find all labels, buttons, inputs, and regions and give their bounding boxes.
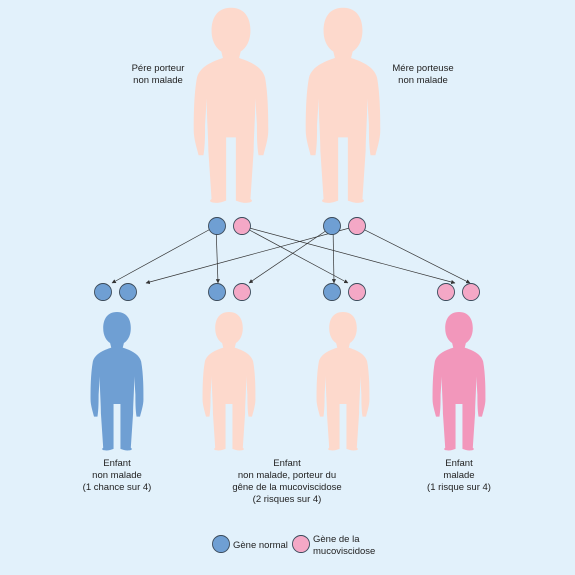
father-silhouette xyxy=(193,7,269,203)
child-label-line: (1 risque sur 4) xyxy=(427,482,491,493)
mother-silhouette xyxy=(305,7,381,203)
child-gene-normal xyxy=(323,283,341,301)
child-affected-silhouette xyxy=(432,312,486,451)
legend-normal-dot xyxy=(212,535,230,553)
child-label-line: Enfant xyxy=(273,458,301,469)
inheritance-arrow xyxy=(145,225,358,285)
child-label-line: (2 risques sur 4) xyxy=(252,494,322,505)
mother-label-line: non malade xyxy=(398,75,448,86)
child-label-line: malade xyxy=(443,470,475,481)
child-gene-normal xyxy=(119,283,137,301)
child-carrier-silhouette xyxy=(202,312,256,451)
legend-cf-label-line: mucoviscidose xyxy=(313,546,376,557)
child-label-affected: Enfant malade (1 risque sur 4) xyxy=(427,458,491,494)
child-label-unaffected: Enfant non malade (1 chance sur 4) xyxy=(83,458,152,494)
inheritance-arrow xyxy=(248,225,334,284)
legend-cf-label: Gène de la mucoviscidose xyxy=(313,534,375,558)
child-gene-cf xyxy=(462,283,480,301)
inheritance-arrow xyxy=(331,225,337,284)
inheritance-arrow xyxy=(356,225,471,284)
child-gene-normal xyxy=(94,283,112,301)
mother-label: Mére porteuse non malade xyxy=(392,63,453,87)
child-gene-normal xyxy=(208,283,226,301)
child-label-line: gêne de la mucoviscidose xyxy=(232,482,342,493)
legend-normal-label: Gène normal xyxy=(233,540,288,551)
inheritance-arrow xyxy=(215,225,220,284)
mother-gene-normal xyxy=(323,217,341,235)
child-label-line: non malade xyxy=(92,470,142,481)
child-label-line: (1 chance sur 4) xyxy=(82,482,152,493)
child-label-carrier: Enfant non malade, porteur du gêne de la… xyxy=(232,458,341,506)
child-unaffected-silhouette xyxy=(90,312,144,451)
father-label-line: Pére porteur xyxy=(131,63,185,74)
child-gene-cf xyxy=(437,283,455,301)
inheritance-arrow xyxy=(241,225,349,284)
inheritance-arrow xyxy=(111,225,217,284)
child-carrier-silhouette xyxy=(316,312,370,451)
father-label: Pére porteur non malade xyxy=(132,63,185,87)
child-gene-cf xyxy=(348,283,366,301)
mother-label-line: Mére porteuse xyxy=(392,63,454,74)
child-label-line: non malade, porteur du xyxy=(237,470,337,481)
father-gene-normal xyxy=(208,217,226,235)
mother-gene-cf xyxy=(348,217,366,235)
father-gene-cf xyxy=(233,217,251,235)
legend-cf-label-line: Gène de la xyxy=(313,534,360,545)
father-label-line: non malade xyxy=(133,75,183,86)
inheritance-arrow xyxy=(241,225,456,285)
child-label-line: Enfant xyxy=(103,458,131,469)
child-gene-cf xyxy=(233,283,251,301)
child-label-line: Enfant xyxy=(445,458,473,469)
legend-cf-dot xyxy=(292,535,310,553)
